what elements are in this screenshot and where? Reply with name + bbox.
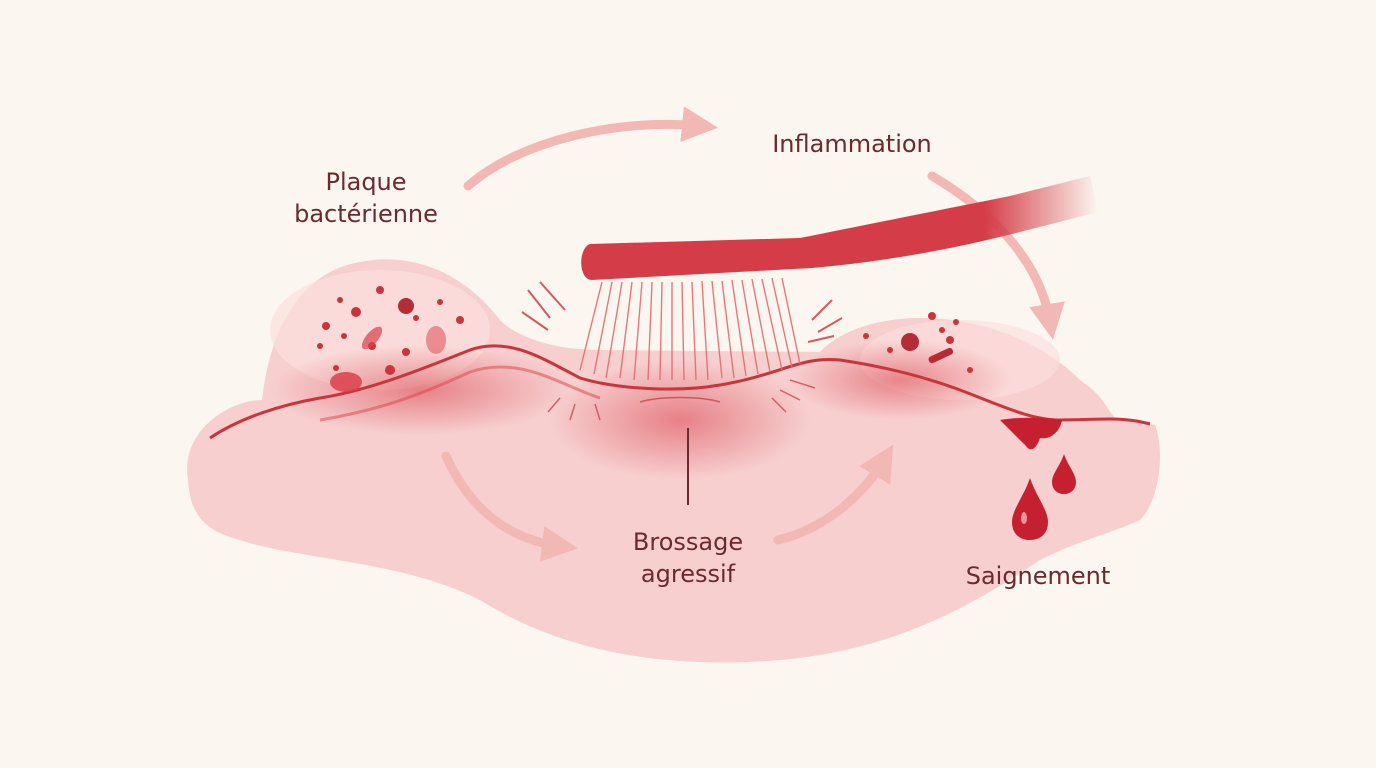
- label-plaque-line-1: Plaque: [325, 168, 407, 196]
- label-inflammation: Inflammation: [752, 128, 952, 160]
- label-plaque-bacterienne: Plaque bactérienne: [276, 166, 456, 230]
- plaque-bacteria-icon: [863, 312, 973, 373]
- motion-marks: [521, 281, 843, 343]
- blood-drop-icon: [1000, 417, 1076, 540]
- label-saignement: Saignement: [948, 560, 1128, 592]
- label-plaque-line-2: bactérienne: [294, 200, 438, 228]
- gum-line-shadow: [319, 365, 601, 422]
- label-saignement-text: Saignement: [965, 562, 1111, 590]
- inflamed-zone: [790, 340, 1010, 420]
- plaque-bacteria-icon: [317, 286, 464, 392]
- label-brossage-line-1: Brossage: [632, 528, 744, 556]
- label-brossage-agressif: Brossage agressif: [608, 526, 768, 590]
- bristles-icon: [579, 277, 801, 381]
- label-inflammation-text: Inflammation: [772, 130, 932, 158]
- flow-arrow-icon: [441, 106, 1065, 562]
- gum-line: [209, 344, 1151, 440]
- abrasion-marks: [547, 379, 816, 421]
- toothbrush-icon: [579, 176, 1098, 381]
- inflamed-zone: [270, 345, 570, 435]
- inflamed-zone: [550, 360, 810, 480]
- label-brossage-line-2: agressif: [640, 560, 736, 588]
